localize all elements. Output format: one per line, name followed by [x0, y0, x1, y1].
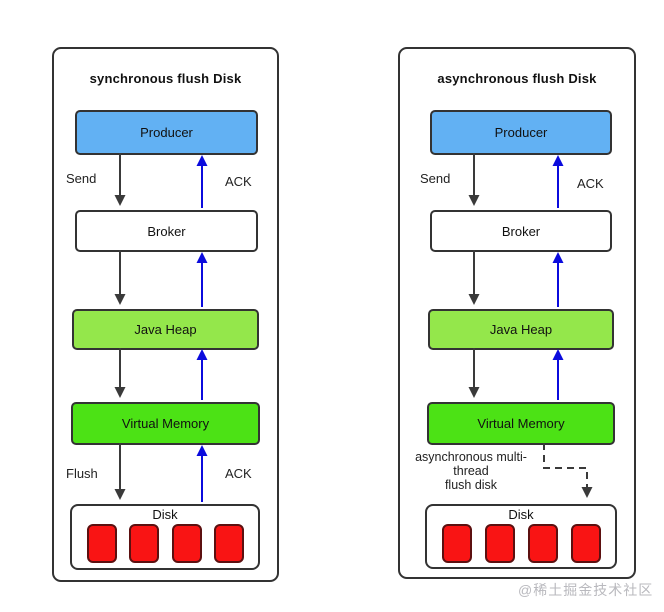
disk-block: [213, 524, 244, 563]
panel-title: asynchronous flush Disk: [437, 71, 597, 86]
send-label: Send: [420, 171, 451, 186]
java-heap-label: Java Heap: [489, 322, 553, 337]
async-flush-note-line: flush disk: [444, 478, 498, 492]
ack-label: ACK: [225, 174, 252, 189]
disk-block: [129, 524, 160, 563]
async-flush-note-line: asynchronous multi-: [415, 450, 527, 464]
flush-label: Flush: [66, 466, 98, 481]
virtual-memory-node: Virtual Memory: [427, 402, 615, 445]
disk-block: [442, 524, 472, 563]
java-heap-node: Java Heap: [72, 309, 259, 350]
watermark: @稀土掘金技术社区: [518, 582, 654, 598]
disk-block: [571, 524, 601, 563]
disk-blocks-row: [72, 522, 258, 563]
producer-node: Producer: [430, 110, 612, 155]
async-flush-note: asynchronous multi- thread flush disk: [402, 450, 540, 492]
panel-synchronous: synchronous flush Disk Producer Broker J…: [52, 47, 279, 582]
java-heap-node: Java Heap: [428, 309, 614, 350]
disk-blocks-row: [427, 522, 615, 563]
broker-label: Broker: [501, 223, 541, 239]
ack-label: ACK: [577, 176, 604, 191]
producer-node: Producer: [75, 110, 258, 155]
disk-label: Disk: [152, 507, 178, 522]
disk-block: [87, 524, 117, 563]
broker-node: Broker: [430, 210, 612, 252]
producer-label: Producer: [494, 125, 548, 140]
disk-block: [485, 524, 515, 563]
disk-block: [528, 524, 558, 563]
disk-block: [171, 524, 202, 563]
broker-node: Broker: [75, 210, 258, 252]
producer-label: Producer: [140, 125, 193, 140]
panel-asynchronous: asynchronous flush Disk Producer Broker …: [398, 47, 636, 579]
async-flush-note-line: thread: [453, 464, 489, 478]
java-heap-label: Java Heap: [134, 322, 197, 337]
virtual-memory-label: Virtual Memory: [477, 416, 565, 431]
virtual-memory-label: Virtual Memory: [121, 416, 210, 431]
panel-title: synchronous flush Disk: [89, 71, 242, 86]
virtual-memory-node: Virtual Memory: [71, 402, 260, 445]
broker-label: Broker: [147, 223, 186, 239]
disk-label: Disk: [508, 507, 534, 522]
disk-node: Disk: [70, 504, 260, 570]
send-label: Send: [66, 171, 97, 186]
disk-node: Disk: [425, 504, 617, 569]
ack-label: ACK: [225, 466, 252, 481]
